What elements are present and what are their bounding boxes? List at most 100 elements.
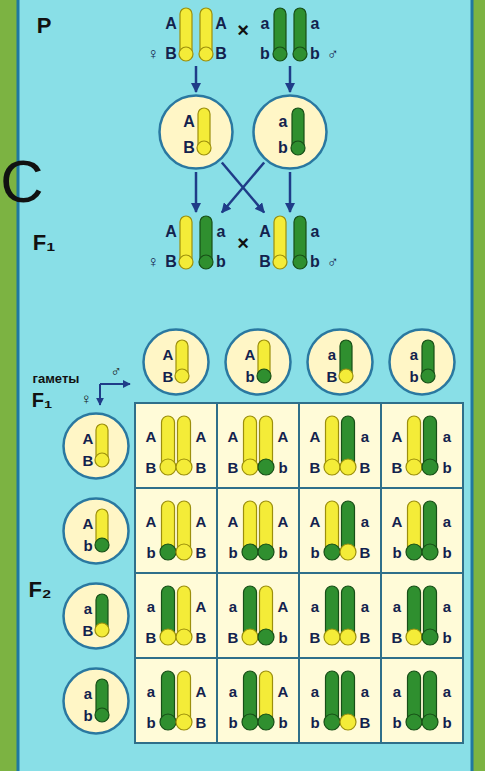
allele-letter: B (310, 630, 321, 645)
allele-letter: A (228, 429, 239, 444)
chromosome-drawing (62, 412, 130, 480)
sex-symbol: ♀ (147, 254, 159, 270)
allele-letter: b (245, 369, 254, 384)
gene-locus (273, 255, 287, 269)
allele-letter: b (83, 707, 92, 722)
allele-letter: A (196, 599, 207, 614)
allele-letter: B (360, 630, 371, 645)
gene-locus (421, 369, 435, 383)
allele-letter: a (361, 599, 369, 614)
allele-letter: a (361, 684, 369, 699)
gene-locus (257, 369, 271, 383)
allele-letter: a (443, 514, 451, 529)
gene-locus (258, 714, 274, 730)
allele-letter: A (278, 429, 289, 444)
allele-letter: b (216, 254, 226, 270)
gene-locus (199, 255, 213, 269)
cross-sign: × (237, 20, 249, 40)
allele-letter: a (147, 684, 155, 699)
allele-letter: B (196, 460, 207, 475)
gamete-outline (390, 330, 455, 395)
allele-letter: B (163, 369, 174, 384)
punnett-cell: aABb (218, 574, 298, 657)
gene-locus (242, 544, 258, 560)
gene-locus (199, 47, 213, 61)
gamete-circle: AB (62, 412, 130, 480)
gene-locus (176, 629, 192, 645)
allele-letter: B (146, 630, 157, 645)
gene-locus (160, 629, 176, 645)
allele-letter: a (443, 429, 451, 444)
allele-letter: A (196, 514, 207, 529)
punnett-cell: aaBb (382, 574, 462, 657)
gene-locus (176, 544, 192, 560)
inheritance-arrow (222, 163, 264, 213)
allele-letter: a (229, 684, 237, 699)
allele-letter: a (311, 599, 319, 614)
gene-locus (324, 459, 340, 475)
allele-letter: B (183, 140, 195, 156)
inheritance-arrow (195, 172, 198, 212)
allele-letter: a (443, 684, 451, 699)
chromosome-drawing (388, 328, 456, 396)
punnett-cell: a a b b (382, 659, 462, 742)
allele-letter: a (84, 600, 92, 615)
gene-locus (340, 544, 356, 560)
allele-letter: b (310, 254, 320, 270)
allele-letter: B (327, 369, 338, 384)
punnett-cell: AABb (218, 404, 298, 487)
chromosome-drawing (62, 582, 130, 650)
chromosome-drawing (136, 659, 216, 742)
gamete-outline (226, 330, 291, 395)
gene-locus (422, 714, 438, 730)
gene-locus (197, 141, 211, 155)
allele-letter: b (310, 545, 319, 560)
allele-letter: b (228, 715, 237, 730)
allele-letter: A (392, 429, 403, 444)
allele-letter: b (442, 460, 451, 475)
gene-locus (293, 255, 307, 269)
allele-letter: A (165, 16, 177, 32)
allele-letter: b (278, 545, 287, 560)
allele-letter: A (196, 429, 207, 444)
chromosome-pair: aabb♂ (235, 6, 345, 64)
chromosome-pair: Aa♀Bb (141, 214, 251, 272)
allele-letter: a (393, 684, 401, 699)
allele-letter: b (392, 715, 401, 730)
allele-letter: b (442, 630, 451, 645)
gamete-circle: ab (252, 94, 328, 170)
gamete-circle: AB (158, 94, 234, 170)
generation-label: F₁ (33, 232, 56, 254)
chromosome-drawing (218, 489, 298, 572)
allele-letter: B (196, 715, 207, 730)
allele-letter: B (310, 460, 321, 475)
chromosome-drawing (224, 328, 292, 396)
gene-locus (242, 714, 258, 730)
gene-locus (406, 629, 422, 645)
allele-letter: a (393, 599, 401, 614)
chromosome-drawing (300, 404, 380, 487)
gene-locus (95, 623, 109, 637)
gamete-outline (64, 498, 129, 563)
allele-letter: b (442, 545, 451, 560)
allele-letter: A (310, 429, 321, 444)
allele-letter: A (215, 16, 227, 32)
chromosome-drawing (382, 659, 462, 742)
generation-label: P (37, 15, 52, 37)
panel (18, 0, 472, 771)
cross-sign: × (237, 233, 249, 253)
punnett-cell: aAbB (136, 659, 216, 742)
allele-letter: b (442, 715, 451, 730)
gene-locus (293, 47, 307, 61)
gene-locus (176, 459, 192, 475)
allele-letter: a (361, 429, 369, 444)
gene-locus (422, 459, 438, 475)
gene-locus (179, 47, 193, 61)
chromosome-drawing (300, 489, 380, 572)
allele-letter: b (83, 537, 92, 552)
allele-letter: A (83, 515, 94, 530)
allele-letter: B (392, 630, 403, 645)
allele-letter: A (278, 684, 289, 699)
allele-letter: B (165, 254, 177, 270)
